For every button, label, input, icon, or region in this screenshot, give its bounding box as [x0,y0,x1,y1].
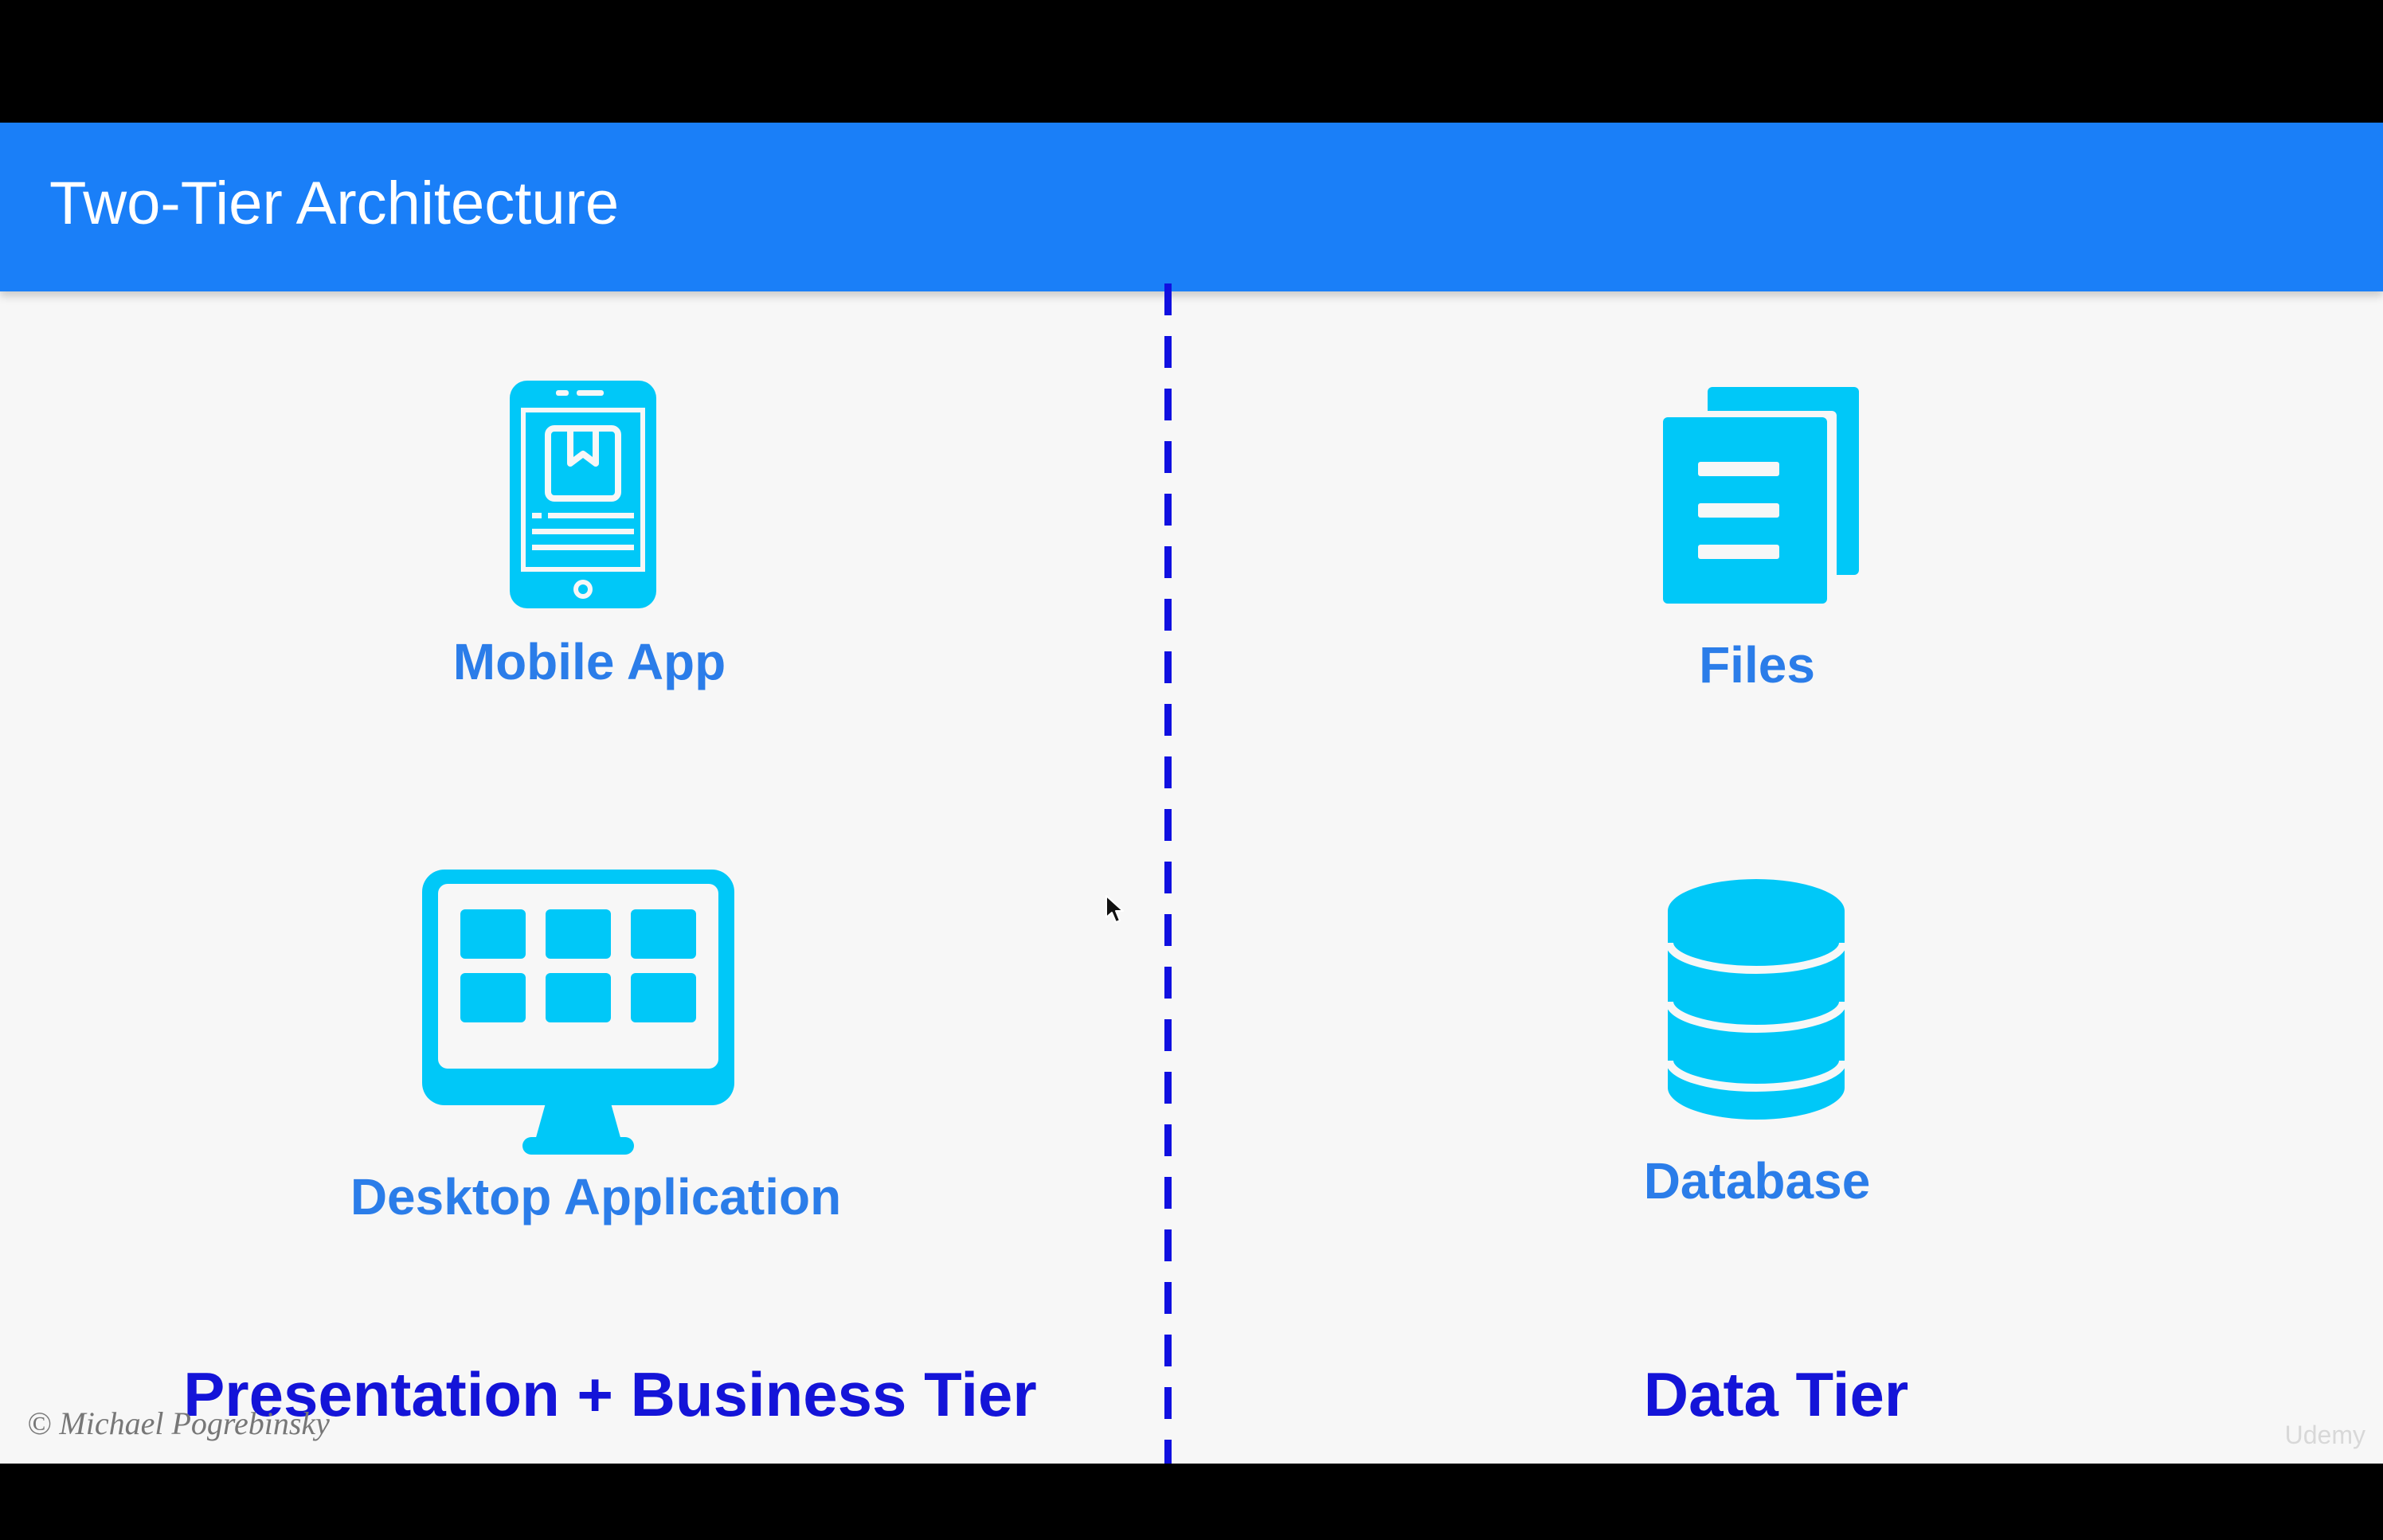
data-tier-label: Data Tier [1643,1359,1909,1429]
desktop-monitor-icon [422,870,734,1155]
files-label: Files [1699,636,1815,694]
database-label: Database [1643,1152,1871,1210]
tier-divider [1164,283,1172,1464]
presentation-business-tier-label: Presentation + Business Tier [183,1359,1037,1429]
copyright-notice: © Michael Pogrebinsky [27,1405,330,1441]
letterbox-top [0,0,2383,123]
database-icon [1668,879,1845,1120]
slide: Two-Tier Architecture Mobile App Desktop… [0,123,2383,1464]
header-bar: Two-Tier Architecture [0,123,2383,291]
slide-title: Two-Tier Architecture [49,170,620,237]
desktop-application-label: Desktop Application [350,1168,842,1225]
mouse-cursor-icon [1105,895,1124,923]
udemy-watermark: Udemy [2284,1421,2365,1449]
mobile-app-label: Mobile App [452,633,726,690]
files-icon [1663,387,1859,604]
mobile-phone-icon [510,381,656,608]
letterbox-bottom [0,1464,2383,1540]
